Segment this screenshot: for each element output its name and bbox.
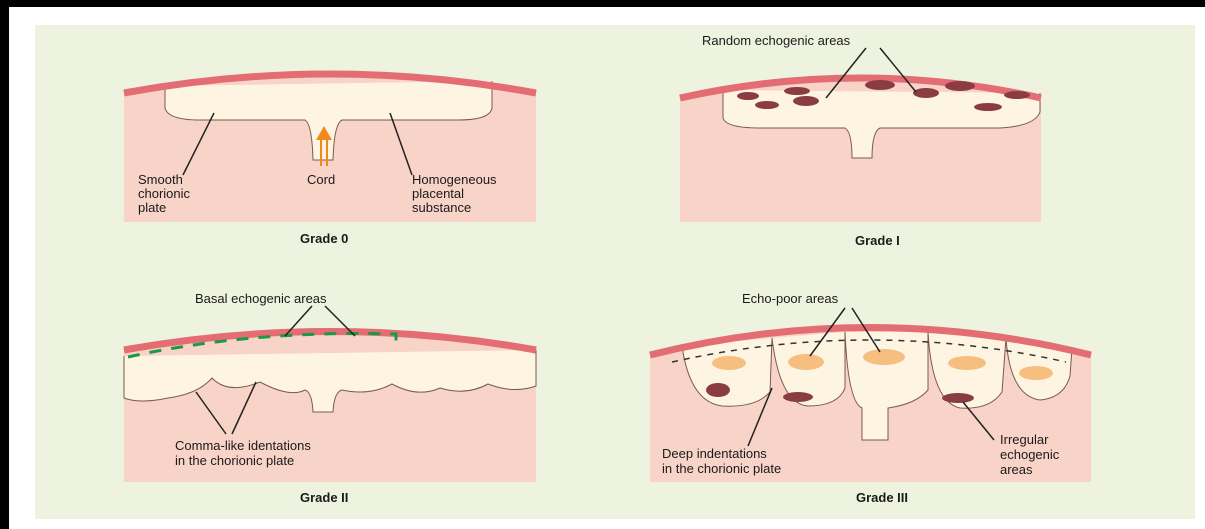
deep-indentations-label: Deep indentations in the chorionic plate — [662, 446, 781, 476]
grade-3-diagram: Echo-poor areas Deep indentations in the… — [650, 291, 1091, 505]
grade-1-title: Grade I — [855, 233, 900, 248]
echo-poor-label: Echo-poor areas — [742, 291, 839, 306]
basal-areas-label: Basal echogenic areas — [195, 291, 327, 306]
grade-0-diagram: Smooth chorionic plate Cord Homogeneous … — [124, 74, 536, 246]
grade-2-diagram: Basal echogenic areas Comma-like identat… — [124, 291, 536, 505]
grade-3-title: Grade III — [856, 490, 908, 505]
random-areas-label: Random echogenic areas — [702, 33, 851, 48]
grade-2-title: Grade II — [300, 490, 348, 505]
comma-indentations-label: Comma-like identations in the chorionic … — [175, 438, 314, 468]
grade-0-title: Grade 0 — [300, 231, 348, 246]
grade-1-diagram: Random echogenic areas Grade I — [680, 33, 1041, 248]
cord-label: Cord — [307, 172, 335, 187]
